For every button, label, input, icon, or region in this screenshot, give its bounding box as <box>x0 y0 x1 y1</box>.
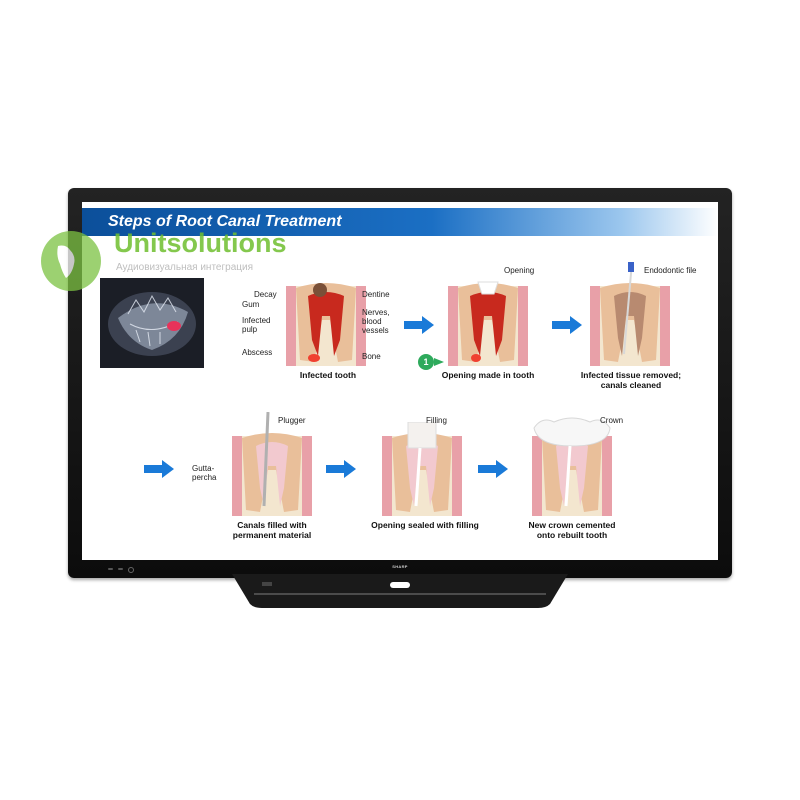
tooth-filled <box>232 412 312 516</box>
monitor-stand <box>232 574 568 608</box>
label-nerves: Nerves, blood vessels <box>362 308 390 335</box>
label-plugger: Plugger <box>278 416 306 425</box>
tooth-cleaned <box>590 262 670 366</box>
caption-opening-made: Opening made in tooth <box>441 370 535 380</box>
label-endodontic-file: Endodontic file <box>644 266 697 275</box>
label-gum: Gum <box>242 300 260 309</box>
caption-canals-filled: Canals filled with permanent material <box>232 520 312 540</box>
label-crown: Crown <box>600 416 624 425</box>
arrow-right-icon <box>326 460 356 478</box>
input-indicator <box>118 568 123 570</box>
watermark-tagline: Аудиовизуальная интеграция <box>116 262 253 273</box>
arrow-right-icon <box>552 316 582 334</box>
caption-infected-tooth: Infected tooth <box>299 370 357 380</box>
label-filling: Filling <box>426 416 447 425</box>
monitor-brand-logo: SHARP <box>392 564 408 569</box>
watermark-brand: Unitsolutions <box>114 228 287 258</box>
slide-title: Steps of Root Canal Treatment <box>108 213 342 230</box>
arrow-right-icon <box>144 460 174 478</box>
tooth-crowned <box>532 417 612 516</box>
tooth-opening <box>448 281 528 366</box>
xray-image <box>100 278 204 368</box>
bezel-controls <box>108 567 134 573</box>
display-screen: Steps of Root Canal Treatment Decay G <box>82 202 718 560</box>
tooth-infected <box>286 283 366 366</box>
caption-opening-sealed: Opening sealed with filling <box>371 520 479 530</box>
watermark-overlay: Unitsolutions Аудиовизуальная интеграция <box>36 226 296 296</box>
watermark-logo-icon <box>41 231 101 291</box>
arrow-right-icon <box>404 316 434 334</box>
label-infected-pulp: Infected pulp <box>242 316 271 334</box>
step-number-badge: 1 <box>418 354 434 370</box>
label-dentine: Dentine <box>362 290 390 299</box>
caption-tissue-removed: Infected tissue removed; canals cleaned <box>580 370 682 390</box>
caption-new-crown: New crown cemented onto rebuilt tooth <box>528 520 616 540</box>
label-opening: Opening <box>504 266 535 275</box>
label-gutta-percha: Gutta- percha <box>192 464 217 482</box>
label-decay: Decay <box>254 290 277 299</box>
sensor-indicator <box>128 567 134 573</box>
arrow-right-icon <box>478 460 508 478</box>
power-indicator <box>108 568 113 570</box>
label-bone: Bone <box>362 352 381 361</box>
small-arrow-icon <box>434 358 444 366</box>
tooth-sealed <box>382 422 462 516</box>
display-bezel: Steps of Root Canal Treatment Decay G <box>68 188 732 578</box>
label-abscess: Abscess <box>242 348 273 357</box>
slide-header: Steps of Root Canal Treatment <box>82 208 718 236</box>
